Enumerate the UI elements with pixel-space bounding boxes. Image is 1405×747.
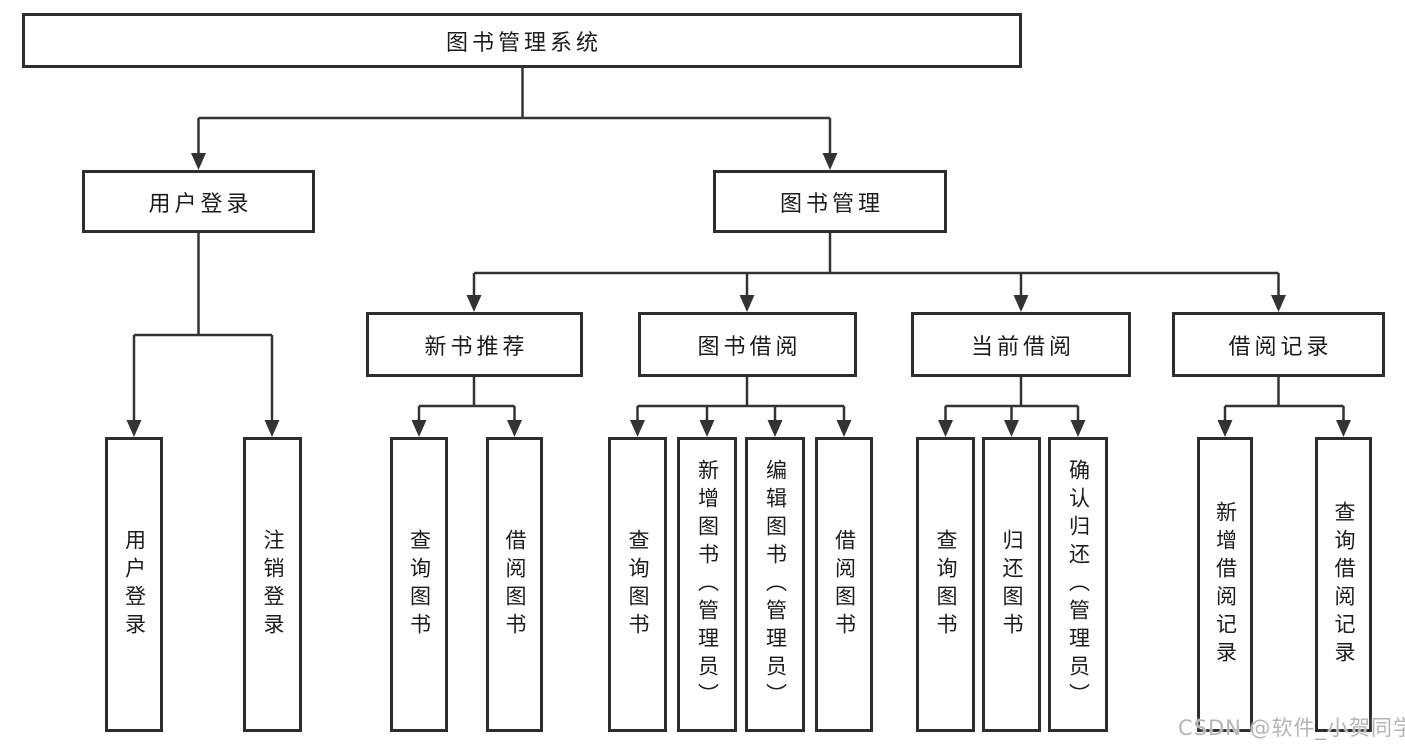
- leaf-logout: 注销登录: [243, 437, 302, 732]
- connector-borrowing-records: [1223, 377, 1345, 424]
- node-new-book-recommendation: 新书推荐: [366, 312, 583, 377]
- leaf-query-books: 查询图书: [390, 437, 448, 732]
- leaf-label: 新增借阅记录: [1213, 500, 1238, 669]
- leaf-label: 借阅图书: [832, 528, 857, 641]
- leaf-label: 查询图书: [934, 528, 959, 641]
- leaf-query-borrow-record: 查询借阅记录: [1315, 437, 1372, 732]
- leaf-user-login: 用户登录: [105, 437, 163, 732]
- node-label: 借阅记录: [1228, 334, 1333, 360]
- node-label: 用户登录: [148, 191, 253, 217]
- leaf-borrow-books: 借阅图书: [486, 437, 543, 732]
- node-user-login: 用户登录: [82, 170, 315, 233]
- leaf-label: 用户登录: [122, 528, 147, 641]
- leaf-borrow-books-2: 借阅图书: [815, 437, 873, 732]
- leaf-return-books: 归还图书: [982, 437, 1041, 732]
- node-label: 图书管理: [779, 191, 884, 217]
- connector-book-borrowing: [636, 377, 846, 424]
- leaf-query-books-3: 查询图书: [916, 437, 975, 732]
- connector-new-book-recommendation: [417, 377, 516, 424]
- connector-user-login: [132, 233, 274, 424]
- node-current-borrowing: 当前借阅: [911, 312, 1131, 377]
- node-label: 新书推荐: [424, 334, 529, 360]
- leaf-label: 编辑图书（管理员）: [763, 458, 788, 711]
- leaf-add-book-admin: 新增图书（管理员）: [677, 437, 737, 732]
- leaf-add-borrow-record: 新增借阅记录: [1197, 437, 1253, 732]
- leaf-label: 确认归还（管理员）: [1066, 458, 1091, 711]
- leaf-edit-book-admin: 编辑图书（管理员）: [745, 437, 805, 732]
- leaf-label: 注销登录: [261, 528, 286, 641]
- connector-current-borrowing: [944, 377, 1080, 424]
- node-book-management: 图书管理: [713, 170, 947, 233]
- node-label: 当前借阅: [970, 334, 1075, 360]
- node-borrowing-records: 借阅记录: [1172, 312, 1385, 377]
- leaf-label: 新增图书（管理员）: [695, 458, 720, 711]
- node-label: 图书借阅: [697, 334, 802, 360]
- leaf-label: 归还图书: [1000, 528, 1025, 641]
- csdn-watermark: CSDN @软件_小贺同学: [1178, 716, 1405, 740]
- node-book-borrowing: 图书借阅: [638, 312, 857, 377]
- node-label: 图书管理系统: [445, 30, 602, 56]
- leaf-label: 查询图书: [626, 528, 651, 641]
- leaf-confirm-return-admin: 确认归还（管理员）: [1048, 437, 1108, 732]
- connector-book-management: [472, 233, 1280, 299]
- leaf-label: 查询图书: [407, 528, 432, 641]
- connector-root: [197, 68, 832, 157]
- leaf-query-books-2: 查询图书: [608, 437, 667, 732]
- leaf-label: 查询借阅记录: [1332, 500, 1357, 669]
- leaf-label: 借阅图书: [503, 528, 528, 641]
- node-library-management-system: 图书管理系统: [22, 13, 1022, 68]
